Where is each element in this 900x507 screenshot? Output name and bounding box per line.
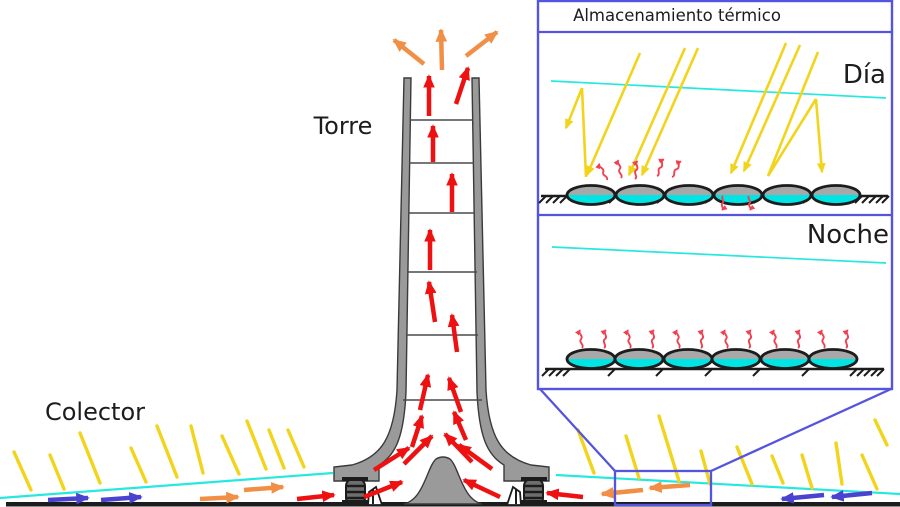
night-label: Noche <box>807 220 889 250</box>
sun-ray-icon <box>12 450 33 492</box>
turbine-cap <box>342 477 368 481</box>
updraft-arrow-icon <box>424 280 438 323</box>
inset-title: Almacenamiento térmico <box>573 6 781 25</box>
tower-label: Torre <box>313 112 373 140</box>
updraft-arrow-icon <box>443 432 474 464</box>
sun-ray-icon <box>699 449 712 486</box>
updraft-arrow-icon <box>453 66 471 105</box>
exhaust-arrow-icon <box>464 30 499 58</box>
sun-ray-icon <box>860 453 879 491</box>
updraft-arrow-icon <box>372 446 411 472</box>
airflow-arrows <box>47 481 873 505</box>
updraft-arrow-icon <box>409 414 425 448</box>
sun-ray-icon <box>742 44 802 173</box>
sun-ray-icon <box>800 453 814 490</box>
turbine-cap <box>521 477 547 481</box>
callout <box>539 387 892 507</box>
reflected-ray-icon <box>766 98 818 177</box>
cool-flow-arrow-icon <box>100 492 143 504</box>
hot-flow-arrow-icon <box>545 488 584 501</box>
sun-ray-icon <box>640 47 700 177</box>
collector-roof-right <box>555 473 900 496</box>
sun-ray-icon <box>735 445 754 486</box>
callout-line-left <box>539 388 616 472</box>
sun-ray-icon <box>245 419 268 471</box>
turbine-right <box>505 477 547 506</box>
updraft-arrow-icon <box>447 313 460 353</box>
collector-roof-left <box>0 471 334 500</box>
tower: Torre <box>313 28 550 506</box>
sun-ray-icon <box>189 424 205 475</box>
sun-ray-icon <box>155 424 179 479</box>
sun-ray-icon <box>873 418 889 447</box>
cool-flow-arrow-icon <box>830 490 873 502</box>
warm-flow-arrow-icon <box>199 491 240 504</box>
tower-wall-left <box>333 77 412 482</box>
night-panel: Noche <box>541 220 889 377</box>
warm-flow-arrow-icon <box>243 482 285 494</box>
warm-flow-arrow-icon <box>600 487 644 499</box>
exhaust-arrow-icon <box>392 38 426 66</box>
sun-ray-icon <box>286 428 306 469</box>
tower-rings <box>403 119 482 401</box>
sun-ray-icon <box>585 52 642 177</box>
sun-ray-icon <box>129 446 148 484</box>
sun-rays-left <box>12 419 306 492</box>
day-panel: Día <box>538 42 890 210</box>
turbine-support <box>505 485 522 506</box>
sun-ray-icon <box>78 431 102 485</box>
sun-ray-icon <box>576 428 596 475</box>
reflected-ray-icon <box>580 87 588 178</box>
sun-ray-icon <box>834 441 844 486</box>
exhaust-arrow-icon <box>435 28 448 71</box>
updraft-arrow-icon <box>462 477 501 500</box>
turbine-cap <box>342 500 368 504</box>
sun-rays-right <box>576 414 889 491</box>
reflected-ray-icon <box>814 98 826 174</box>
updraft-arrow-icon <box>451 410 469 441</box>
updraft-arrows <box>363 66 501 500</box>
turbine-left <box>342 477 384 506</box>
hot-flow-arrow-icon <box>296 490 336 503</box>
reflected-ray-icon <box>564 87 584 130</box>
day-label: Día <box>843 60 886 90</box>
updraft-arrow-icon <box>446 376 464 413</box>
tower-wall-right <box>471 77 550 482</box>
updraft-arrow-icon <box>417 373 432 411</box>
callout-line-right <box>710 387 892 473</box>
sun-ray-icon <box>267 428 286 470</box>
cool-flow-arrow-icon <box>780 492 825 504</box>
sun-ray-icon <box>770 454 785 485</box>
collector-label: Colector <box>45 398 145 426</box>
cool-flow-arrow-icon <box>47 492 90 505</box>
inset-sun-rays <box>564 42 826 178</box>
inset-roof-night <box>551 246 887 264</box>
warm-flow-arrow-icon <box>648 481 691 493</box>
sun-ray-icon <box>627 47 687 177</box>
updraft-arrow-icon <box>457 443 494 471</box>
callout-source-rect <box>613 469 713 507</box>
sun-ray-icon <box>729 42 788 175</box>
inset-thermal-storage: Almacenamiento térmico Día <box>536 0 894 391</box>
updraft-arrow-icon <box>363 479 404 500</box>
sun-ray-icon <box>48 453 66 491</box>
sun-ray-icon <box>220 434 241 476</box>
turbine-cap <box>521 500 547 504</box>
inset-roof-day <box>550 80 887 99</box>
exhaust-arrows <box>392 28 499 71</box>
sun-ray-icon <box>766 51 820 177</box>
updraft-arrow-icon <box>402 434 434 466</box>
